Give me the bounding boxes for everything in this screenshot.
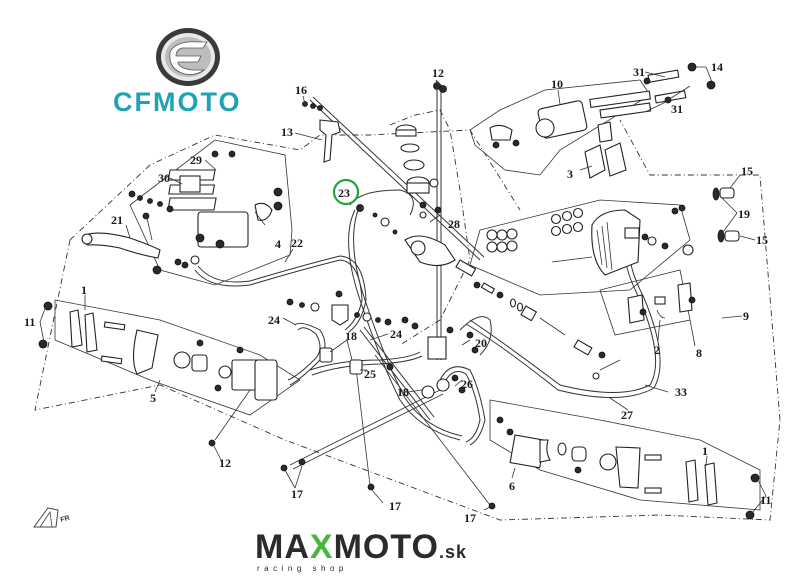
callout-31: 31 <box>671 102 683 116</box>
rear-master-cylinder-assembly <box>489 62 716 179</box>
callout-25: 25 <box>364 367 376 381</box>
callout-6: 6 <box>509 479 515 493</box>
maxmoto-logo: MAXMOTO.sk racing shop <box>255 528 467 573</box>
group-outlines <box>34 79 781 521</box>
brake-lever <box>81 212 162 275</box>
callout-3: 3 <box>567 167 573 181</box>
callout-11: 11 <box>24 315 35 329</box>
front-direction-arrow-icon: FR <box>33 507 71 528</box>
callout-labels: 12 16 13 10 31 14 31 3 29 30 23 28 15 19… <box>24 60 771 525</box>
callout-1: 1 <box>81 283 87 297</box>
callout-17: 17 <box>389 499 401 513</box>
callout-4: 4 <box>275 237 281 251</box>
callout-30: 30 <box>158 171 170 185</box>
front-left-caliper <box>38 301 278 447</box>
callout-27: 27 <box>621 408 633 422</box>
callout-18: 18 <box>345 329 357 343</box>
callout-5: 5 <box>150 391 156 405</box>
callout-29: 29 <box>190 153 202 167</box>
upper-bolts <box>302 82 447 163</box>
callout-18: 18 <box>397 385 409 399</box>
callout-9: 9 <box>743 309 749 323</box>
callout-33: 33 <box>675 385 687 399</box>
callout-21: 21 <box>111 213 123 227</box>
maxmoto-wordmark-part2: MOTO <box>334 528 439 566</box>
fluid-reservoir <box>395 124 477 277</box>
junction-fittings <box>286 290 479 399</box>
maxmoto-tagline: racing shop <box>257 564 348 573</box>
callout-24: 24 <box>390 327 402 341</box>
cfmoto-emblem-icon <box>156 28 220 86</box>
cfmoto-logo: CFMOTO <box>113 28 242 117</box>
callout-16: 16 <box>295 83 307 97</box>
brake-lines <box>194 90 661 506</box>
callout-8: 8 <box>696 346 702 360</box>
maxmoto-wordmark-part1: MA <box>255 528 310 566</box>
seal-rings <box>486 207 584 253</box>
callout-17: 17 <box>291 487 303 501</box>
callout-2: 2 <box>654 343 660 357</box>
callout-24: 24 <box>268 313 280 327</box>
callout-22: 22 <box>291 236 303 250</box>
callout-14: 14 <box>711 60 723 74</box>
leader-lines <box>39 66 767 514</box>
svg-text:MAXMOTO.sk: MAXMOTO.sk <box>255 528 467 566</box>
callout-11: 11 <box>760 493 771 507</box>
front-master-cylinder <box>167 150 283 249</box>
callout-20: 20 <box>475 336 487 350</box>
cfmoto-wordmark: CFMOTO <box>113 87 242 117</box>
bolts-17 <box>280 458 496 510</box>
callout-31: 31 <box>633 65 645 79</box>
callout-1: 1 <box>702 444 708 458</box>
maxmoto-domain: .sk <box>439 542 467 562</box>
maxmoto-wordmark-x: X <box>310 528 334 566</box>
callout-26: 26 <box>461 377 473 391</box>
callout-17: 17 <box>464 511 476 525</box>
rear-lower-caliper <box>496 416 760 520</box>
callout-13: 13 <box>281 125 293 139</box>
callout-19: 19 <box>738 207 750 221</box>
callout-12: 12 <box>432 66 444 80</box>
callout-15: 15 <box>756 233 768 247</box>
callout-23: 23 <box>338 186 350 200</box>
hose-23-fittings <box>356 204 398 235</box>
highlight-circle-23 <box>332 178 360 206</box>
piston-kit <box>473 281 621 380</box>
master-cylinder-fittings <box>128 190 200 269</box>
rear-caliper-upper <box>486 187 740 324</box>
callout-10: 10 <box>551 77 563 91</box>
clamp-18 <box>319 347 333 363</box>
callout-28: 28 <box>448 217 460 231</box>
front-indicator-label: FR <box>60 515 71 524</box>
callout-12: 12 <box>219 456 231 470</box>
callout-15: 15 <box>741 164 753 178</box>
